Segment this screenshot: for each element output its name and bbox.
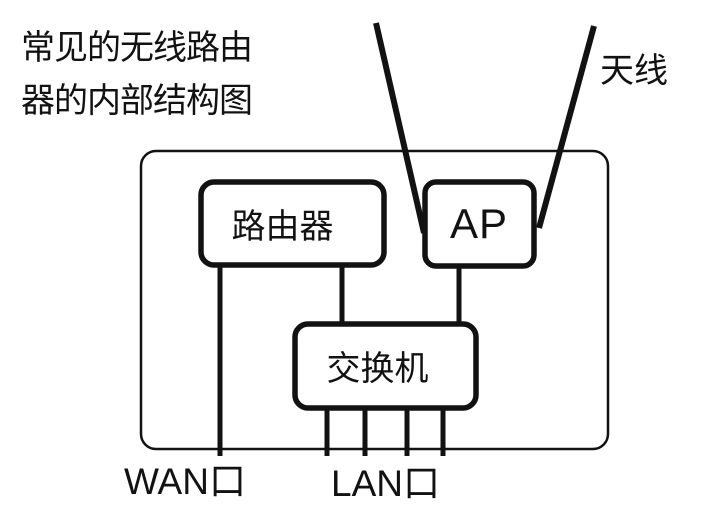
ap-box: [422, 179, 537, 269]
antenna-label: 天线: [600, 52, 668, 90]
antenna-right-line: [536, 25, 597, 229]
diagram-title-line1: 常见的无线路由: [21, 29, 253, 67]
wan-port-label: WAN口: [124, 461, 246, 502]
lan-port-label: LAN口: [331, 463, 440, 504]
switch-node-label: 交换机: [326, 350, 429, 388]
router-node-label: 路由器: [231, 208, 334, 246]
ap-node-label: AP: [449, 200, 509, 247]
router-enclosure-box: [139, 149, 610, 451]
diagram-title: 常见的无线路由 器的内部结构图: [21, 22, 253, 128]
antenna-left-line: [373, 22, 427, 234]
diagram-title-line2: 器的内部结构图: [21, 82, 253, 120]
router-box: [198, 179, 387, 268]
switch-box: [292, 321, 479, 411]
